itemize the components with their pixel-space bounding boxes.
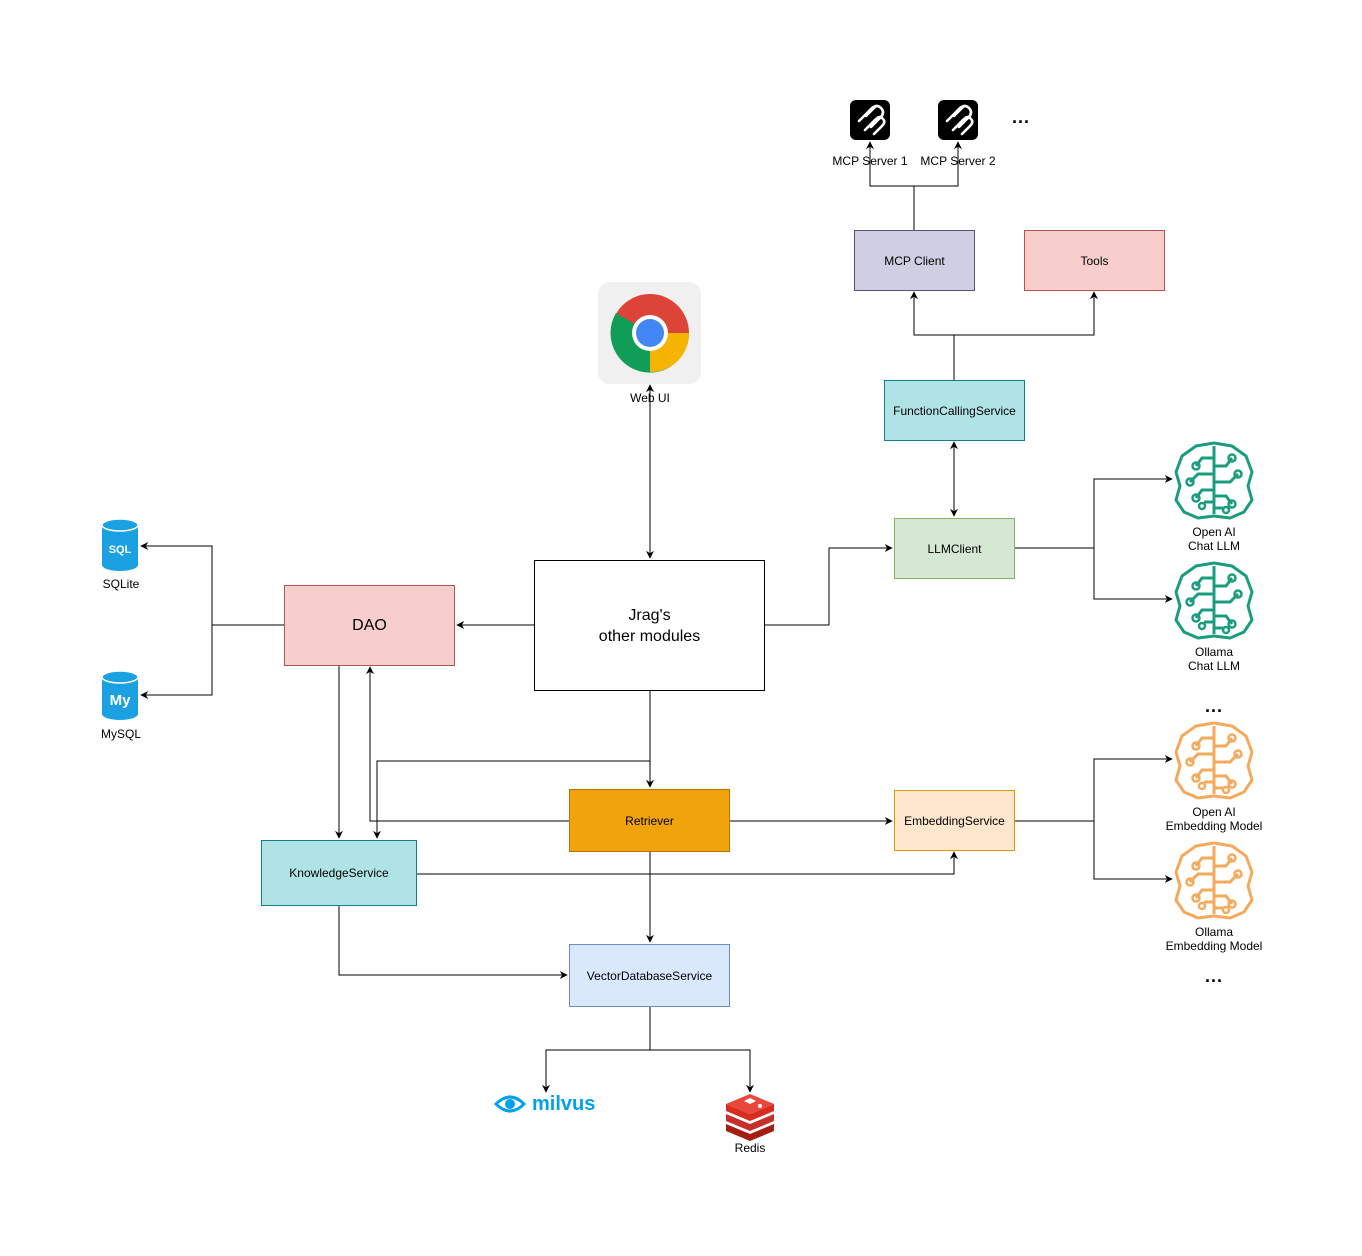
chat-llm-ellipsis: ... xyxy=(1205,696,1224,716)
milvus-logo-icon xyxy=(493,1095,527,1113)
vector-database-service-label: VectorDatabaseService xyxy=(586,968,713,983)
milvus-label: milvus xyxy=(532,1093,596,1115)
retriever-label: Retriever xyxy=(625,813,674,828)
embedding-service-label: EmbeddingService xyxy=(904,813,1005,828)
edge-llmclient-to-ollama-chat xyxy=(1093,548,1173,603)
knowledge-service-box[interactable]: KnowledgeService xyxy=(261,840,417,906)
ollama-embedding-model-label-2: Embedding Model xyxy=(1165,939,1263,953)
edge-jrag-to-knowledge xyxy=(373,760,650,839)
redis-label: Redis xyxy=(734,1141,766,1155)
edge-dao-to-mysql xyxy=(140,625,213,699)
edge-dao-to-sqlite xyxy=(140,542,285,626)
edge-knowledge-to-embedding xyxy=(416,851,958,875)
ollama-chat-llm-label-1: Ollama xyxy=(1194,645,1233,659)
edge-mcpclient-to-servers xyxy=(866,141,915,230)
edge-llmclient-to-openai-chat xyxy=(1015,475,1173,549)
mcp-server-1-label: MCP Server 1 xyxy=(832,154,908,168)
edge-mcpclient-to-server2 xyxy=(914,141,962,187)
ollama-embedding-model-icon xyxy=(1174,841,1254,920)
llm-client-box[interactable]: LLMClient xyxy=(894,518,1015,579)
ollama-chat-llm-icon xyxy=(1174,561,1254,640)
function-calling-service-label: FunctionCallingService xyxy=(893,403,1016,418)
mcp-server-2-icon xyxy=(936,98,980,142)
llm-client-label: LLMClient xyxy=(927,541,982,556)
web-ui-label: Web UI xyxy=(630,391,670,405)
openai-chat-llm-icon xyxy=(1174,441,1254,520)
dao-label: DAO xyxy=(352,616,387,634)
edge-vectordb-to-milvus xyxy=(542,1006,651,1093)
edge-fcs-to-tools xyxy=(954,291,1098,336)
mcp-server-1-icon xyxy=(848,98,892,142)
edge-embedding-to-ollama-embed xyxy=(1093,821,1173,883)
sqlite-database-icon: SQL xyxy=(101,518,139,571)
mcp-client-box[interactable]: MCP Client xyxy=(854,230,975,291)
tools-label: Tools xyxy=(1080,253,1109,268)
openai-chat-llm-label-2: Chat LLM xyxy=(1187,539,1241,553)
chrome-icon xyxy=(598,282,701,384)
ollama-chat-llm-label-2: Chat LLM xyxy=(1187,659,1241,673)
edge-retriever-to-dao xyxy=(366,666,569,822)
mysql-database-icon: My xyxy=(101,670,139,720)
connectors xyxy=(140,141,1173,1093)
mysql-label: MySQL xyxy=(100,727,141,741)
mcp-servers-ellipsis: ... xyxy=(1012,107,1031,127)
vector-database-service-box[interactable]: VectorDatabaseService xyxy=(569,944,730,1007)
edge-jrag-to-llmclient xyxy=(765,544,893,626)
mcp-server-2-label: MCP Server 2 xyxy=(920,154,996,168)
edge-fcs-to-mcpclient xyxy=(910,291,955,380)
jrag-label-line1: Jrag's xyxy=(628,606,671,624)
openai-embedding-model-label-1: Open AI xyxy=(1192,805,1236,819)
knowledge-service-label: KnowledgeService xyxy=(289,866,389,880)
embedding-model-ellipsis: ... xyxy=(1205,966,1224,986)
function-calling-service-box[interactable]: FunctionCallingService xyxy=(884,380,1025,441)
edge-embedding-to-openai-embed xyxy=(1015,755,1173,822)
sqlite-label: SQLite xyxy=(102,577,140,591)
tools-box[interactable]: Tools xyxy=(1024,230,1165,291)
ollama-embedding-model-label-1: Ollama xyxy=(1194,925,1233,939)
redis-logo-icon xyxy=(726,1094,774,1141)
jrag-other-modules-box[interactable]: Jrag's other modules xyxy=(534,560,765,691)
openai-embedding-model-icon xyxy=(1174,721,1254,800)
retriever-box[interactable]: Retriever xyxy=(569,789,730,852)
mcp-client-label: MCP Client xyxy=(884,253,945,268)
openai-chat-llm-label-1: Open AI xyxy=(1192,525,1236,539)
jrag-label-line2: other modules xyxy=(598,627,701,645)
openai-embedding-model-label-2: Embedding Model xyxy=(1165,819,1263,833)
svg-text:My: My xyxy=(110,692,131,709)
edge-vectordb-to-redis xyxy=(650,1049,754,1093)
svg-text:SQL: SQL xyxy=(109,544,132,556)
embedding-service-box[interactable]: EmbeddingService xyxy=(894,790,1015,851)
dao-box[interactable]: DAO xyxy=(284,585,455,666)
edge-knowledge-to-vectordb xyxy=(338,906,568,979)
